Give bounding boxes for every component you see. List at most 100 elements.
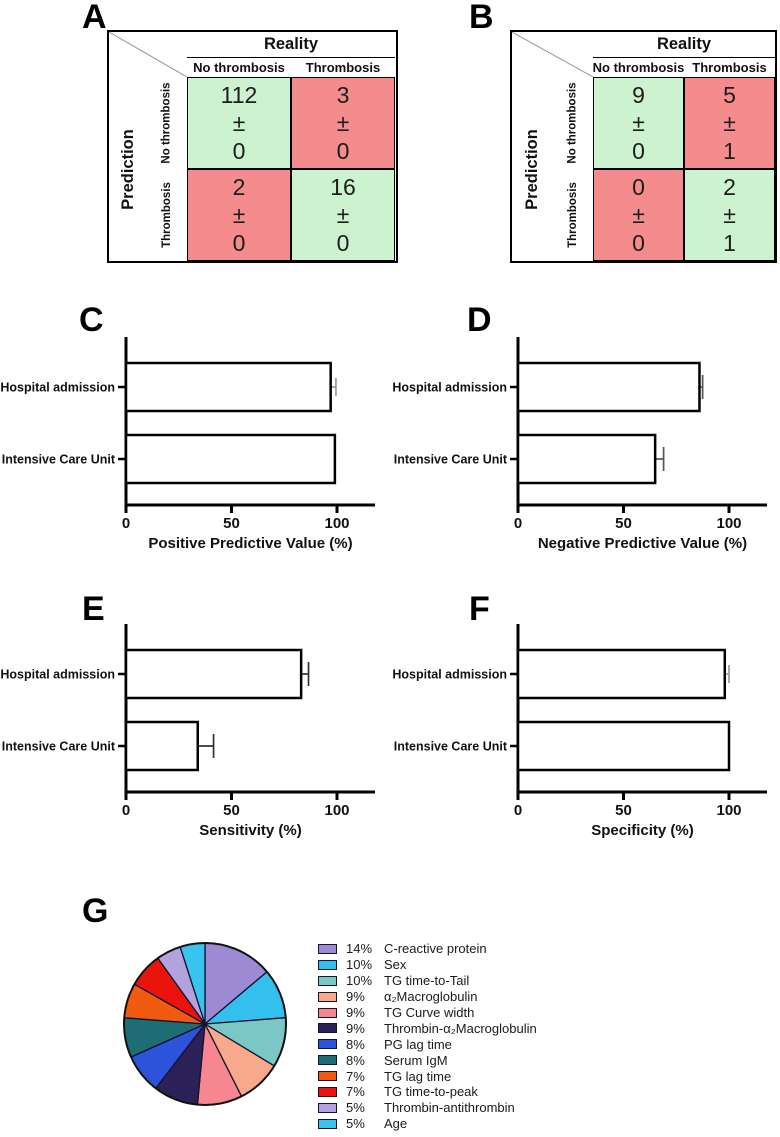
x-axis-title: Sensitivity (%) bbox=[199, 822, 302, 839]
cell-mean: 112 bbox=[220, 82, 258, 108]
category-label: Intensive Care Unit bbox=[2, 740, 116, 754]
legend-label: Thrombin-α₂Macroglobulin bbox=[384, 1020, 537, 1036]
cell-plusminus: ± bbox=[232, 110, 246, 136]
column-header: No thrombosis bbox=[592, 60, 685, 75]
row-header-text: Thrombosis bbox=[161, 182, 173, 248]
legend-percent: 7% bbox=[346, 1084, 365, 1100]
legend-label: Sex bbox=[384, 957, 407, 973]
cell-mean: 2 bbox=[723, 174, 736, 200]
legend-item: 10%Sex bbox=[318, 957, 537, 973]
matrix-cell: 0±0 bbox=[593, 169, 684, 261]
cell-plusminus: ± bbox=[336, 110, 350, 136]
cell-mean: 5 bbox=[723, 82, 736, 108]
legend-swatch bbox=[318, 1039, 337, 1050]
legend-percent: 9% bbox=[346, 989, 365, 1005]
matrix-cell: 112±0 bbox=[187, 77, 291, 169]
x-axis-title: Specificity (%) bbox=[591, 822, 694, 839]
x-tick-label: 0 bbox=[514, 515, 522, 532]
legend-item: 9%TG Curve width bbox=[318, 1005, 537, 1021]
legend-label: TG time-to-Tail bbox=[384, 973, 470, 989]
panel-letter-d: D bbox=[467, 301, 492, 339]
cell-mean: 3 bbox=[336, 82, 350, 108]
prediction-header-text: Prediction bbox=[118, 128, 137, 210]
cell-mean: 9 bbox=[632, 82, 645, 108]
legend-item: 8% PG lag time bbox=[318, 1036, 537, 1052]
bar-hospital-admission bbox=[516, 648, 727, 700]
cell-sd: 0 bbox=[336, 230, 350, 256]
legend-percent: 7% bbox=[346, 1068, 365, 1084]
panel-letter-f: F bbox=[469, 590, 490, 628]
legend-item: 8% Serum IgM bbox=[318, 1052, 537, 1068]
matrix-cell: 5±1 bbox=[684, 77, 775, 169]
cell-plusminus: ± bbox=[723, 202, 736, 228]
prediction-header: Prediction bbox=[512, 77, 552, 261]
legend-percent: 9% bbox=[346, 1005, 365, 1020]
cell-plusminus: ± bbox=[632, 202, 645, 228]
x-tick-label: 50 bbox=[223, 515, 240, 532]
cell-sd: 0 bbox=[336, 138, 350, 164]
x-axis-title: Negative Predictive Value (%) bbox=[538, 535, 747, 552]
pie-outline bbox=[123, 942, 287, 1106]
prediction-header: Prediction bbox=[109, 77, 147, 261]
x-tick-label: 100 bbox=[324, 515, 349, 532]
bar-hospital-admission bbox=[124, 648, 303, 700]
row-header-text: Thrombosis bbox=[566, 182, 579, 248]
legend-swatch bbox=[318, 1086, 337, 1097]
cell-sd: 0 bbox=[632, 230, 645, 256]
legend-label: TG time-to-peak bbox=[384, 1084, 478, 1100]
matrix-cell: 9±0 bbox=[593, 77, 684, 169]
row-header-text: No thrombosis bbox=[161, 82, 174, 164]
legend-swatch bbox=[318, 1023, 337, 1034]
cell-mean: 2 bbox=[232, 174, 246, 200]
cell-plusminus: ± bbox=[723, 110, 736, 136]
legend-label: α₂Macroglobulin bbox=[384, 989, 478, 1005]
legend-swatch bbox=[318, 1055, 337, 1066]
legend-swatch bbox=[318, 975, 337, 986]
panel-letter-a: A bbox=[82, 0, 107, 36]
legend-percent: 9% bbox=[346, 1020, 365, 1036]
x-tick-label: 0 bbox=[514, 802, 522, 819]
row-header: Thrombosis bbox=[552, 169, 593, 261]
column-header: Thrombosis bbox=[305, 60, 381, 75]
legend-label: Serum IgM bbox=[384, 1052, 448, 1068]
matrix-cell: 16±0 bbox=[291, 169, 395, 261]
bar-intensive-care-unit bbox=[516, 720, 731, 772]
legend-percent: 14% bbox=[346, 941, 373, 957]
legend-swatch bbox=[318, 943, 337, 954]
legend-item: 9% Thrombin-α₂Macroglobulin bbox=[318, 1020, 537, 1036]
panel-letter-e: E bbox=[82, 590, 105, 628]
row-header-text: No thrombosis bbox=[566, 82, 579, 164]
row-header: No thrombosis bbox=[552, 77, 593, 169]
matrix-cell: 2±0 bbox=[187, 169, 291, 261]
legend-item: 10%TG time-to-Tail bbox=[318, 973, 537, 989]
bar-intensive-care-unit bbox=[516, 433, 657, 485]
legend-percent: 8% bbox=[346, 1052, 365, 1068]
cell-sd: 0 bbox=[232, 138, 246, 164]
legend-swatch bbox=[318, 1102, 337, 1113]
legend-label: Thrombin-antithrombin bbox=[384, 1100, 515, 1116]
pie-svg bbox=[123, 942, 287, 1106]
bar-intensive-care-unit bbox=[124, 433, 337, 485]
row-header: Thrombosis bbox=[147, 169, 187, 261]
legend-item: 9% α₂Macroglobulin bbox=[318, 989, 537, 1005]
legend-percent: 8% bbox=[346, 1036, 365, 1052]
category-label: Hospital admission bbox=[392, 381, 507, 395]
x-tick-label: 0 bbox=[122, 515, 130, 532]
legend-label: PG lag time bbox=[384, 1036, 452, 1052]
cell-mean: 16 bbox=[330, 174, 356, 200]
legend-swatch bbox=[318, 991, 337, 1002]
panel-letter-c: C bbox=[79, 301, 104, 339]
cell-sd: 1 bbox=[723, 138, 736, 164]
legend-item: 5%Age bbox=[318, 1116, 537, 1132]
row-header: No thrombosis bbox=[147, 77, 187, 169]
legend-label: Age bbox=[384, 1116, 408, 1132]
legend-item: 5%Thrombin-antithrombin bbox=[318, 1100, 537, 1116]
